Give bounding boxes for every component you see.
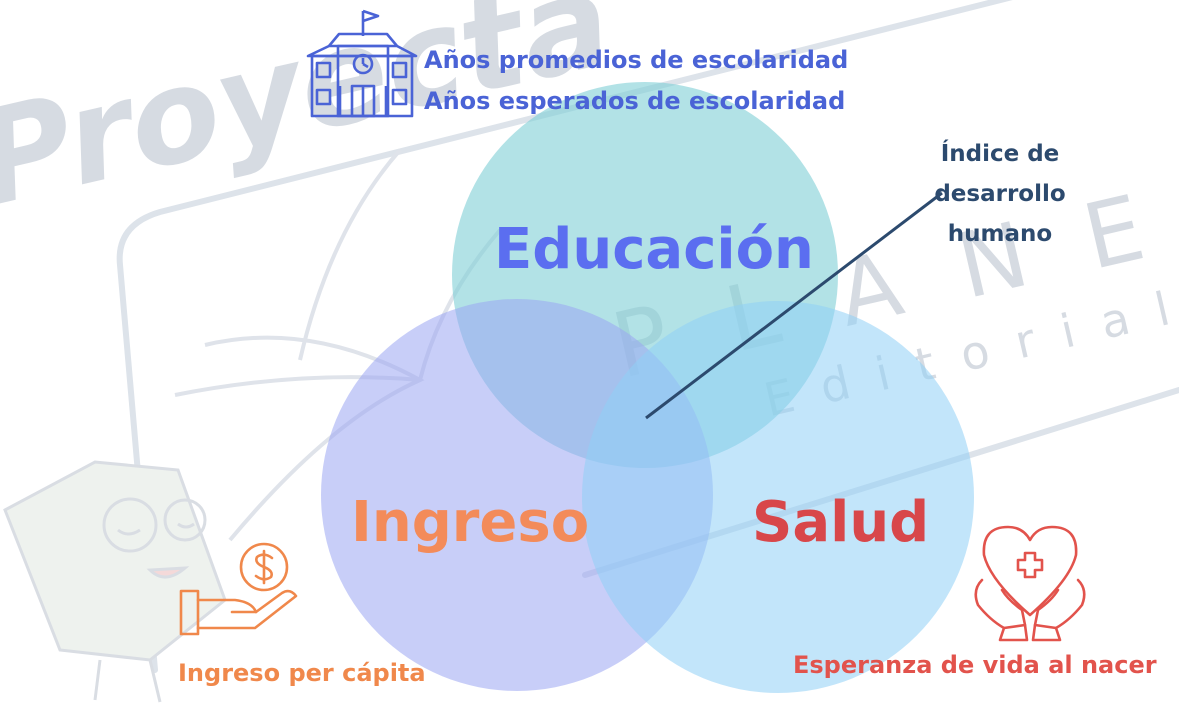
idh-label: Índice de desarrollo humano [900,134,1100,254]
idh-label-line-1: Índice de [940,141,1060,167]
watermark-mascot-icon [3,460,227,703]
ingreso-label: Ingreso [351,490,590,555]
circle-salud [582,301,974,693]
idh-label-line-3: humano [947,221,1053,247]
educacion-indicator-2: Años esperados de escolaridad [424,87,846,115]
ingreso-indicator: Ingreso per cápita [178,659,426,687]
school-building-icon [306,9,418,118]
salud-indicator: Esperanza de vida al nacer [793,651,1157,679]
idh-leader-line [645,191,943,420]
salud-label: Salud [752,490,930,555]
educacion-indicator-1: Años promedios de escolaridad [424,46,849,74]
idh-label-line-2: desarrollo [934,181,1066,207]
hand-coin-icon [179,542,298,636]
educacion-label: Educación [494,217,814,282]
hands-heart-icon [974,525,1086,642]
